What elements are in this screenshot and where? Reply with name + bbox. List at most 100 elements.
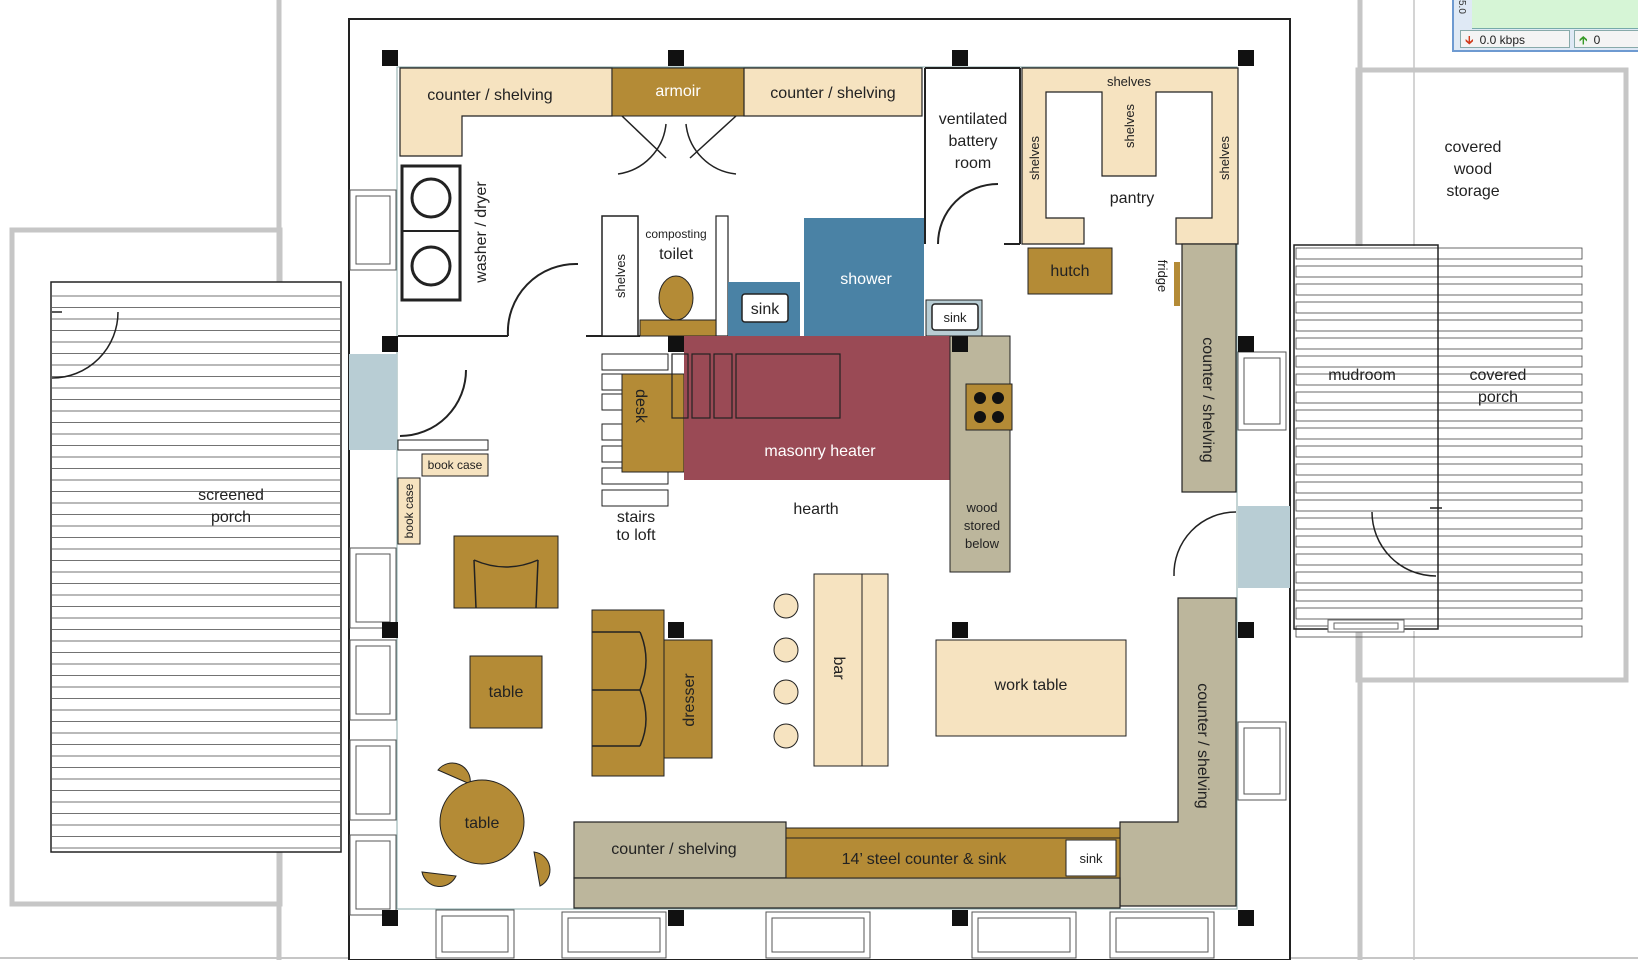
label-shelves-left: shelves bbox=[1027, 135, 1042, 180]
network-graph bbox=[1472, 0, 1638, 29]
porch-slat bbox=[1295, 319, 1583, 332]
download-rate: 🡳 0.0 kbps bbox=[1460, 30, 1570, 48]
label-covered-porch: porch bbox=[1478, 389, 1518, 406]
label-shelves-toilet: shelves bbox=[613, 253, 628, 298]
porch-slat bbox=[1295, 355, 1583, 368]
masonry-heater[interactable] bbox=[684, 336, 950, 480]
label-wood-storage-1: wood bbox=[1453, 161, 1492, 178]
shelves-toilet bbox=[601, 215, 639, 337]
porch-slat bbox=[1295, 481, 1583, 494]
stove-burners bbox=[974, 392, 1004, 423]
dresser[interactable] bbox=[663, 639, 713, 759]
label-room: room bbox=[955, 155, 991, 172]
bottom-windows bbox=[435, 909, 1215, 959]
bar-stools bbox=[773, 593, 799, 749]
label-mudroom: mudroom bbox=[1328, 367, 1396, 384]
label-dresser: dresser bbox=[681, 673, 698, 727]
porch-slat bbox=[1295, 463, 1583, 476]
porch-slat bbox=[1295, 625, 1583, 638]
counter-base-bottom bbox=[573, 877, 1121, 909]
table-square[interactable] bbox=[469, 655, 543, 729]
porch-slat bbox=[1295, 571, 1583, 584]
washer-dryer[interactable] bbox=[400, 164, 462, 302]
label-sink-bottom: sink bbox=[1079, 851, 1103, 866]
label-battery: battery bbox=[949, 133, 998, 150]
counter-shelving-top-center bbox=[743, 67, 923, 117]
label-wood: wood bbox=[965, 500, 997, 515]
label-covered-wood: covered bbox=[1445, 139, 1502, 156]
screened-porch bbox=[50, 281, 342, 853]
round-table-chairs bbox=[421, 762, 551, 887]
mudroom-porch bbox=[1293, 244, 1584, 638]
stove[interactable] bbox=[965, 383, 1013, 431]
steel-counter[interactable] bbox=[785, 837, 1121, 879]
label-bar: bar bbox=[830, 656, 847, 680]
download-arrow-icon: 🡳 bbox=[1465, 33, 1474, 47]
fridge bbox=[1174, 262, 1180, 306]
right-windows bbox=[1237, 351, 1287, 801]
network-meter-widget[interactable]: 5.0 🡳0.0 kbps 🡱0 bbox=[1452, 0, 1638, 52]
porch-slat bbox=[1295, 247, 1583, 260]
toilet-wall-cap bbox=[715, 215, 729, 337]
porch-slat bbox=[1295, 589, 1583, 602]
bar[interactable] bbox=[813, 573, 889, 767]
porch-slat bbox=[1295, 391, 1583, 404]
label-work-table: work table bbox=[994, 677, 1068, 694]
label-sink-small: sink bbox=[943, 310, 967, 325]
battery-room-walls bbox=[924, 67, 1021, 245]
heater-flues bbox=[671, 353, 841, 419]
hutch[interactable] bbox=[1027, 247, 1113, 295]
upload-rate: 🡱0 bbox=[1574, 30, 1638, 48]
porch-slat bbox=[1295, 409, 1583, 422]
composting-toilet[interactable] bbox=[658, 275, 694, 321]
book-case-horizontal bbox=[421, 453, 489, 477]
porch-slat bbox=[1295, 445, 1583, 458]
label-masonry-heater: masonry heater bbox=[764, 443, 876, 460]
small-sink[interactable] bbox=[931, 303, 979, 331]
upload-arrow-icon: 🡱 bbox=[1579, 33, 1588, 47]
label-steel-counter: 14’ steel counter & sink bbox=[842, 851, 1008, 868]
label-book-case-v: book case bbox=[402, 483, 416, 538]
label-counter-shelving-tc: counter / shelving bbox=[770, 85, 895, 102]
east-door-glass bbox=[1238, 506, 1290, 588]
porch-slat bbox=[1295, 427, 1583, 440]
label-composting: composting bbox=[645, 227, 706, 241]
bottom-sink[interactable] bbox=[1065, 839, 1117, 877]
posts bbox=[382, 50, 1254, 926]
book-case-vertical bbox=[397, 477, 421, 545]
label-counter-shelving-br: counter / shelving bbox=[1194, 683, 1211, 808]
label-armoir: armoir bbox=[655, 83, 701, 100]
label-counter-shelving-right: counter / shelving bbox=[1199, 337, 1216, 462]
porch-slat bbox=[1295, 607, 1583, 620]
porch-slat bbox=[1295, 283, 1583, 296]
label-washer-dryer: washer / dryer bbox=[473, 181, 490, 284]
work-table[interactable] bbox=[935, 639, 1127, 737]
download-value: 0.0 kbps bbox=[1479, 33, 1525, 47]
label-covered: covered bbox=[1470, 367, 1527, 384]
porch-slat bbox=[1295, 301, 1583, 314]
desk[interactable] bbox=[621, 373, 685, 473]
armoir[interactable] bbox=[611, 67, 745, 117]
shower[interactable] bbox=[804, 218, 924, 338]
label-desk: desk bbox=[632, 389, 649, 424]
bed[interactable] bbox=[591, 609, 665, 777]
book-case-shelf bbox=[397, 439, 489, 451]
armoir-doors bbox=[617, 115, 737, 175]
label-sink-bath: sink bbox=[751, 301, 780, 318]
label-fridge: fridge bbox=[1155, 260, 1170, 293]
label-counter-shelving-tl: counter / shelving bbox=[427, 87, 552, 104]
armchair[interactable] bbox=[453, 535, 559, 609]
left-windows bbox=[349, 189, 397, 916]
porch-slat bbox=[1295, 373, 1583, 386]
label-toilet: toilet bbox=[659, 246, 693, 263]
west-door-glass bbox=[349, 354, 397, 450]
porch-slat bbox=[1295, 499, 1583, 512]
wood-storage-counter bbox=[949, 335, 1011, 573]
label-counter-shelving-bl: counter / shelving bbox=[611, 841, 736, 858]
steel-counter-back bbox=[785, 827, 1121, 839]
bath-sink[interactable] bbox=[741, 293, 789, 323]
counter-shelving-right bbox=[1181, 243, 1237, 493]
label-shower: shower bbox=[840, 271, 892, 288]
table-round[interactable] bbox=[439, 779, 525, 865]
label-pantry: pantry bbox=[1110, 190, 1154, 207]
